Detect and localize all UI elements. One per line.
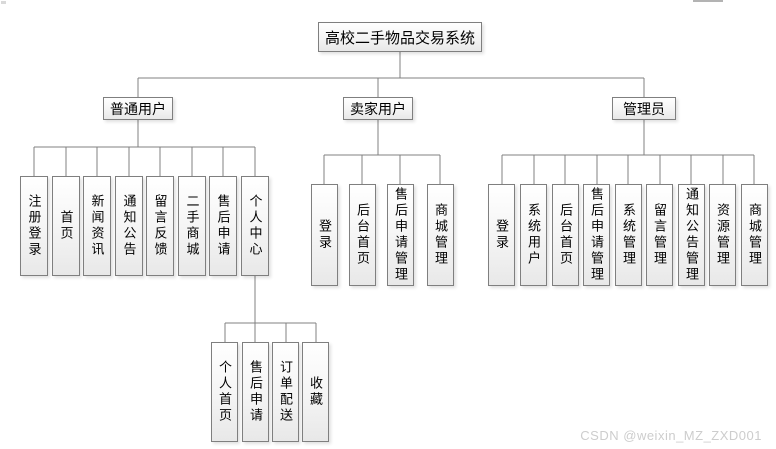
node-label: 留言反馈: [152, 194, 168, 258]
node-label: 商城管理: [433, 203, 448, 267]
node-label: 后台首页: [558, 203, 573, 267]
seller-user-connectors: [323, 120, 441, 184]
node-notice-manage: 通知公告管理: [678, 184, 705, 286]
node-system-user: 系统用户: [520, 184, 547, 286]
node-feedback: 留言反馈: [146, 176, 174, 276]
node-regular-user: 普通用户: [103, 97, 173, 120]
node-label: 资源管理: [715, 203, 730, 267]
node-label: 注册登录: [26, 194, 42, 258]
node-seller-aftersales-manage: 售后申请管理: [387, 184, 414, 286]
screenshot-artifact-top-right: [693, 0, 723, 2]
screenshot-artifact-top-left: [1, 1, 6, 4]
node-label: 售后申请管理: [393, 187, 408, 283]
node-notice: 通知公告: [115, 176, 143, 276]
node-personal-home: 个人首页: [211, 342, 238, 442]
node-label: 首页: [58, 210, 74, 242]
node-label: 商城管理: [747, 203, 762, 267]
node-personal-center: 个人中心: [241, 176, 269, 276]
node-label: 后台首页: [355, 203, 370, 267]
node-label: 登录: [494, 219, 509, 251]
node-label: 收藏: [308, 376, 323, 408]
node-admin: 管理员: [612, 97, 676, 120]
node-seller-backend-home: 后台首页: [349, 184, 376, 286]
node-label: 留言管理: [652, 203, 667, 267]
node-aftersales-request: 售后申请: [209, 176, 237, 276]
admin-connectors: [501, 120, 755, 184]
node-label: 订单配送: [278, 360, 293, 424]
regular-user-connectors: [33, 120, 256, 176]
node-label: 售后申请: [248, 360, 263, 424]
node-seller-mall-manage: 商城管理: [427, 184, 454, 286]
node-label: 个人中心: [247, 194, 263, 258]
node-seller-user: 卖家用户: [343, 97, 413, 120]
node-seller-login: 登录: [311, 184, 338, 286]
node-admin-aftersales-manage: 售后申请管理: [583, 184, 610, 286]
node-label: 个人首页: [217, 360, 232, 424]
node-resource-manage: 资源管理: [709, 184, 736, 286]
node-system-manage: 系统管理: [615, 184, 642, 286]
node-label: 登录: [317, 219, 332, 251]
node-label: 通知公告: [121, 194, 137, 258]
node-label: 售后申请: [215, 194, 231, 258]
node-secondhand-mall: 二手商城: [178, 176, 206, 276]
node-favorites: 收藏: [302, 342, 329, 442]
node-label: 通知公告管理: [684, 187, 699, 283]
node-admin-backend-home: 后台首页: [552, 184, 579, 286]
node-label: 售后申请管理: [589, 187, 604, 283]
node-order-delivery: 订单配送: [272, 342, 299, 442]
csdn-watermark: CSDN @weixin_MZ_ZXD001: [580, 428, 762, 443]
node-label: 系统用户: [526, 203, 541, 267]
node-register-login: 注册登录: [20, 176, 48, 276]
personal-center-connectors: [224, 276, 317, 342]
node-admin-login: 登录: [488, 184, 515, 286]
root-connectors: [137, 52, 645, 97]
node-label: 新闻资讯: [89, 194, 105, 258]
node-message-manage: 留言管理: [646, 184, 673, 286]
node-label: 系统管理: [621, 203, 636, 267]
node-home: 首页: [52, 176, 80, 276]
node-admin-mall-manage: 商城管理: [741, 184, 768, 286]
node-news: 新闻资讯: [83, 176, 111, 276]
node-personal-aftersales: 售后申请: [242, 342, 269, 442]
node-root-system: 高校二手物品交易系统: [318, 22, 482, 52]
node-label: 二手商城: [184, 194, 200, 258]
